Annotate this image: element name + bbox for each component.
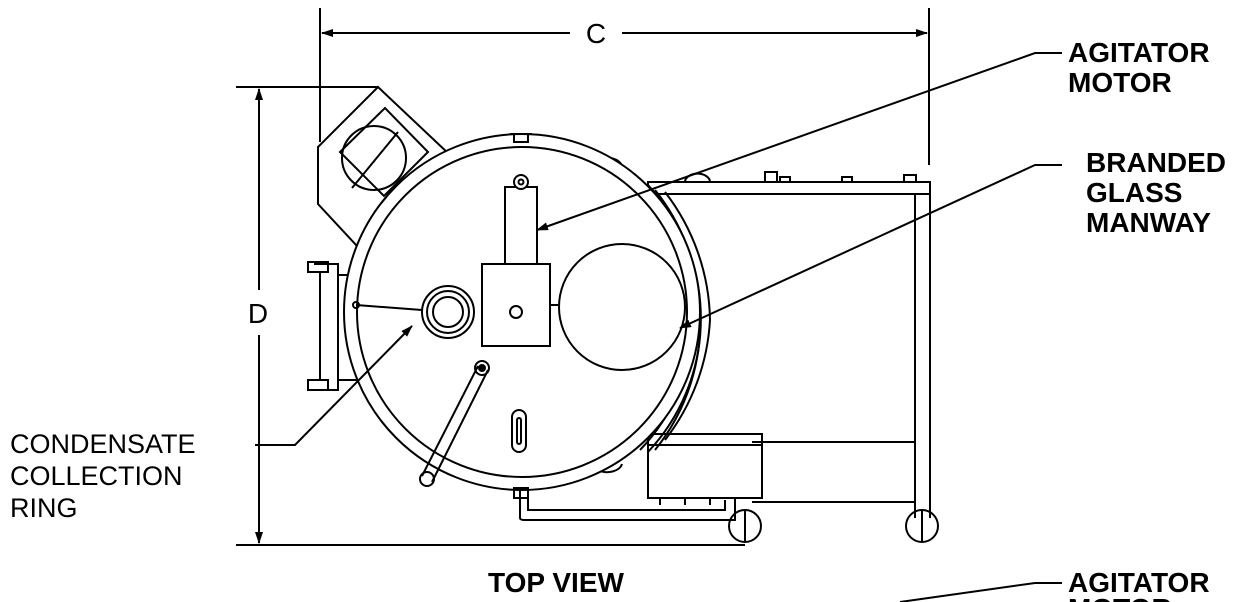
fitting-4 [903, 174, 917, 183]
callout-line: MOTOR [1068, 67, 1172, 98]
view-title: TOP VIEW [488, 567, 624, 598]
leader-glass-manway [679, 164, 1062, 329]
fitting-lug [684, 172, 711, 183]
callout-line: AGITATOR [1068, 37, 1210, 68]
callout-line: COLLECTION [10, 461, 183, 491]
sight-slot-inner [516, 417, 522, 445]
vessel-inner-rim [356, 146, 688, 478]
motor-lift-eye-hole [517, 178, 525, 186]
angled-pipe [419, 360, 490, 487]
glass-manway [558, 243, 686, 371]
pipe-edge-2 [431, 369, 489, 483]
motor-body [504, 186, 538, 265]
condensate-ring [352, 285, 475, 339]
flange-clamp-bottom [307, 379, 329, 391]
dimension-d [236, 86, 745, 546]
dimension-c-label: C [586, 18, 606, 49]
pipe-edge-1 [421, 365, 479, 477]
frame-top-rail [647, 181, 931, 195]
motor-lift-eye [513, 174, 529, 190]
ring-mid [426, 290, 470, 334]
gearbox-shaft [509, 305, 523, 319]
flange-outline [314, 263, 339, 391]
chute-port-diagonal [351, 131, 399, 189]
pipe-bottom-end [419, 471, 435, 487]
pipe-top-end [474, 360, 490, 376]
leader-agitator-motor [536, 52, 1062, 231]
pipe-top-hole [478, 364, 486, 372]
leader-condensate-ring [255, 325, 413, 446]
dimension-c [319, 8, 930, 165]
agitator-motor [481, 174, 560, 347]
ring-outer [421, 285, 475, 339]
leader-lines [255, 52, 1062, 602]
sight-slot [511, 409, 527, 453]
flange-clamp-top [307, 261, 329, 273]
fitting-1 [764, 171, 778, 183]
control-box-conduit-stubs [659, 498, 736, 505]
callout-line: MANWAY [1086, 207, 1211, 238]
fitting-3 [841, 176, 853, 183]
callout-condensate-ring: CONDENSATE COLLECTION RING [10, 429, 196, 523]
callout-line: MOTOR [1068, 593, 1172, 602]
callout-agitator-motor-bottom: AGITATOR MOTOR [1068, 567, 1210, 602]
drain-pipe-outer [519, 490, 736, 521]
leader-agitator-motor-bottom [899, 582, 1062, 602]
control-box [647, 433, 763, 499]
fitting-2 [779, 176, 791, 183]
chute-square [338, 106, 430, 198]
chute-port-circle [341, 125, 407, 191]
ring-rod-end [352, 301, 360, 309]
ring-inner [432, 296, 464, 328]
ring-rod [355, 304, 423, 311]
callout-line: AGITATOR [1068, 567, 1210, 598]
bottom-nozzle [513, 487, 529, 499]
dimension-d-label: D [248, 298, 268, 329]
callout-line: BRANDED [1086, 147, 1226, 178]
callout-branded-glass-manway: BRANDED GLASS MANWAY [1086, 147, 1226, 238]
callout-agitator-motor: AGITATOR MOTOR [1068, 37, 1210, 98]
callout-line: GLASS [1086, 177, 1182, 208]
callout-line: RING [10, 493, 78, 523]
drain-pipe-inner [527, 490, 726, 511]
callout-line: CONDENSATE [10, 429, 196, 459]
shell-arc-4 [664, 191, 712, 441]
skid-frame [519, 171, 939, 543]
